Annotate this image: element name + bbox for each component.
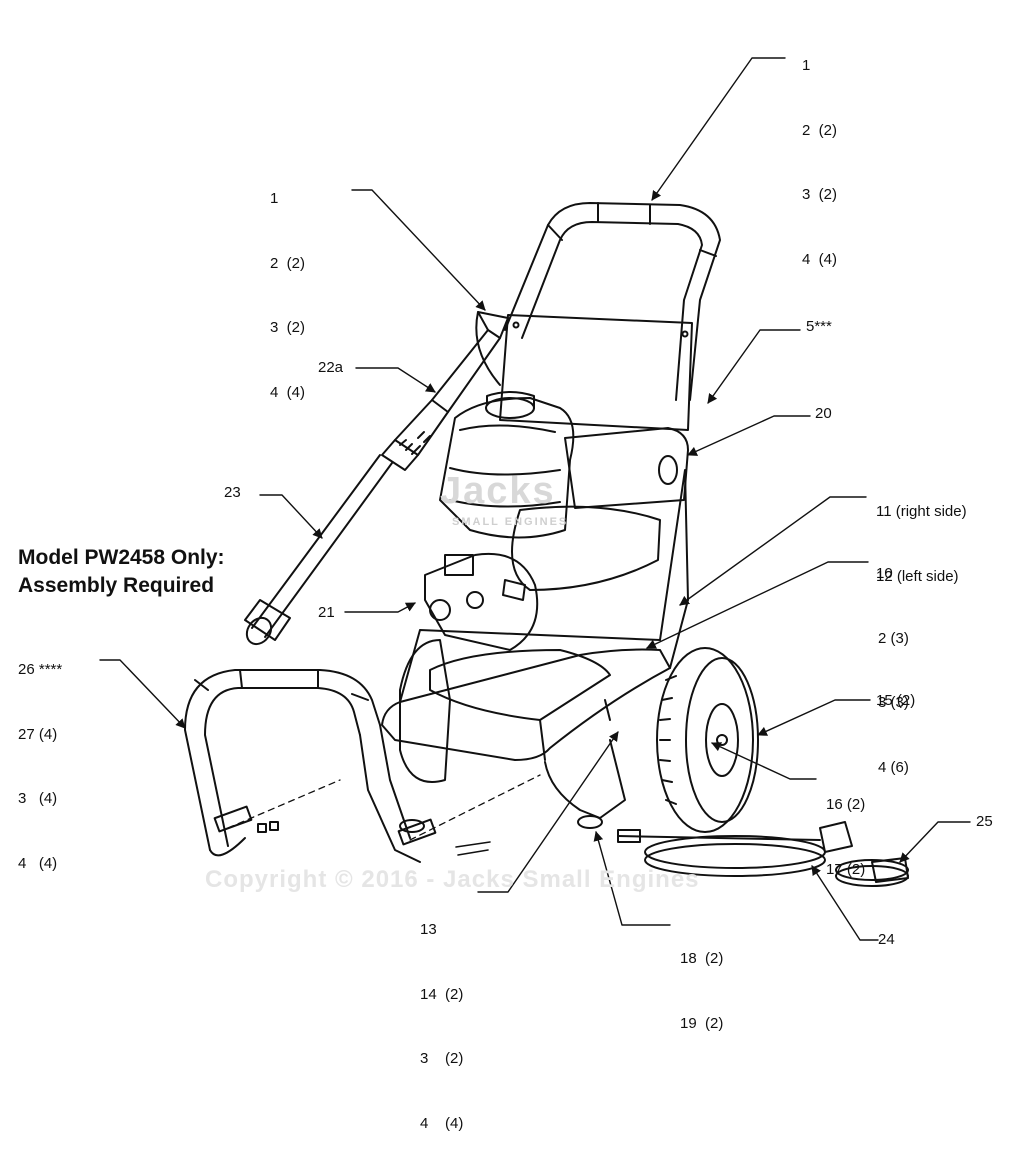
hardware <box>227 774 541 856</box>
callout-line: 4 (4) <box>18 854 58 872</box>
callout-13: 13 14 (2) 3 (2) 4 (4) <box>420 876 463 1156</box>
callout-26: 26 **** 27 (4) 3 (4) 4 (4) <box>18 616 62 896</box>
model-note-line-1: Model PW2458 Only: <box>18 546 225 569</box>
callout-5: 5*** <box>806 318 832 335</box>
callout-line: 3 (2) <box>420 1050 464 1067</box>
base-frame <box>381 469 689 761</box>
callout-line: 17 (2) <box>826 860 866 878</box>
callout-line: 1 <box>270 190 279 207</box>
callout-line: 26 **** <box>18 661 63 678</box>
callout-25: 25 <box>976 813 993 830</box>
wheel <box>399 639 759 833</box>
callout-16-17: 16 (2) 17 (2) <box>826 751 865 902</box>
callout-24: 24 <box>878 931 895 948</box>
pump <box>424 552 539 651</box>
callout-line: 3 (2) <box>802 186 838 203</box>
upper-handle <box>504 202 721 401</box>
callout-line: 4 (4) <box>802 250 838 268</box>
model-note-line-2: Assembly Required <box>18 574 215 597</box>
callout-line: 2 (2) <box>270 254 306 272</box>
callout-line: 3 (2) <box>270 319 306 336</box>
watermark-logo-sub: SMALL ENGINES <box>452 516 569 528</box>
watermark-logo: Jacks <box>440 470 556 512</box>
callout-line: 3 (4) <box>18 790 58 807</box>
callout-23: 23 <box>224 484 241 501</box>
callout-line: 14 (2) <box>420 985 464 1003</box>
callout-15: 15 (2) <box>876 692 916 709</box>
callout-line: 11 (right side) <box>876 503 967 520</box>
callout-line: 4 (6) <box>878 758 909 776</box>
callout-line: 4 (4) <box>420 1114 464 1132</box>
engine <box>439 391 689 591</box>
callout-line: 13 <box>420 921 437 938</box>
callout-21: 21 <box>318 604 335 621</box>
callout-line: 3 (3) <box>878 694 909 711</box>
callout-line: 27 (4) <box>18 725 58 743</box>
callout-line: 18 (2) <box>680 950 724 967</box>
callout-18-19: 18 (2) 19 (2) <box>680 905 723 1056</box>
callout-line: 19 (2) <box>680 1014 724 1032</box>
callout-11-12: 11 (right side) 12 (left side) <box>876 458 967 609</box>
copyright-watermark: Copyright © 2016 - Jacks Small Engines <box>205 866 700 893</box>
callout-line: 16 (2) <box>826 796 866 813</box>
callout-line: 10 <box>876 565 893 582</box>
pressure-washer-exploded-diagram <box>99 57 971 941</box>
callout-22a: 22a <box>318 359 344 376</box>
model-note: Model PW2458 Only: Assembly Required <box>18 544 225 600</box>
callout-line: 2 (2) <box>802 121 838 139</box>
callout-10: 10 2 (3) 3 (3) 4 (6) <box>876 520 909 800</box>
spray-wand <box>244 311 509 646</box>
callout-line: 12 (left side) <box>876 567 959 585</box>
rear-feet <box>399 739 626 833</box>
callout-line: 1 <box>802 57 811 74</box>
callout-line: 4 (4) <box>270 383 306 401</box>
callout-handle-right: 1 2 (2) 3 (2) 4 (4) <box>802 12 837 292</box>
callout-20: 20 <box>815 405 832 422</box>
callout-handle-left: 1 2 (2) 3 (2) 4 (4) <box>270 145 305 425</box>
panel-plate <box>499 314 693 431</box>
nozzle <box>835 857 909 887</box>
hose <box>617 821 853 877</box>
lower-handle <box>184 669 437 863</box>
callout-line: 2 (3) <box>878 629 909 647</box>
leader-lines <box>99 57 971 941</box>
